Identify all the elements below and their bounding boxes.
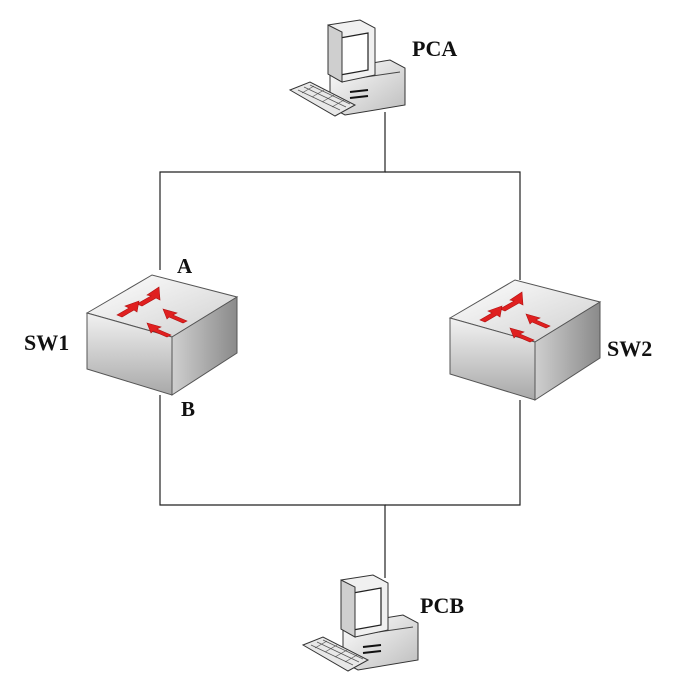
sw2-label: SW2 xyxy=(607,336,652,361)
sw1-node[interactable]: SW1 A B xyxy=(24,254,238,421)
sw2-node[interactable]: SW2 xyxy=(449,279,652,401)
link-sw2-to-pcb xyxy=(385,400,521,506)
desktop-computer-icon xyxy=(289,19,406,117)
pca-label: PCA xyxy=(412,36,457,61)
link-pca-to-sw2 xyxy=(385,171,521,280)
network-switch-icon xyxy=(449,279,601,401)
desktop-computer-icon xyxy=(302,574,419,672)
sw1-label: SW1 xyxy=(24,330,69,355)
link-pca-to-sw1 xyxy=(159,112,386,270)
port-a-label: A xyxy=(177,254,193,278)
pca-node[interactable]: PCA xyxy=(289,19,457,117)
pcb-label: PCB xyxy=(420,593,464,618)
pcb-node[interactable]: PCB xyxy=(302,574,464,672)
link-sw1-to-pcb xyxy=(159,395,386,578)
network-switch-icon xyxy=(86,274,238,396)
port-b-label: B xyxy=(181,397,195,421)
